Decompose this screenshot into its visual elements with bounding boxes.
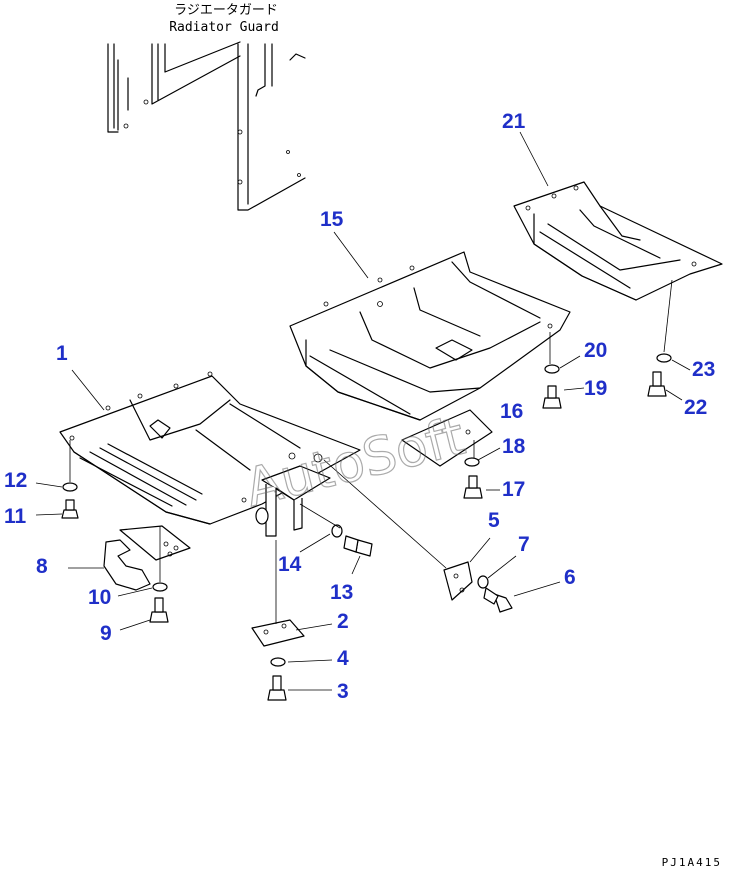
figure-code: PJ1A415 (662, 856, 722, 869)
leader-lines (35, 131, 691, 691)
callout-6: 6 (564, 566, 576, 589)
callout-20: 20 (584, 339, 607, 362)
radiator-guard-drawing (107, 41, 306, 211)
callout-4: 4 (337, 647, 349, 670)
part-15-under-cover (289, 251, 571, 467)
callout-14: 14 (278, 553, 302, 576)
part-1-under-cover (59, 371, 361, 537)
callout-12: 12 (4, 469, 27, 492)
callout-1: 1 (56, 342, 68, 365)
header-jp-title: ラジエータガード (174, 3, 278, 18)
callout-labels: 1 2 3 4 5 6 7 8 9 10 11 12 13 14 15 16 1… (4, 110, 715, 703)
callout-13: 13 (330, 581, 353, 604)
callout-23: 23 (692, 358, 715, 381)
part-5-bracket (443, 561, 473, 601)
callout-11: 11 (4, 505, 27, 528)
callout-18: 18 (502, 435, 526, 458)
callout-7: 7 (518, 533, 530, 556)
callout-8: 8 (36, 555, 48, 578)
callout-2: 2 (337, 610, 349, 633)
part-8-tow-hook (103, 525, 191, 591)
callout-9: 9 (100, 622, 112, 645)
callout-17: 17 (502, 478, 525, 501)
part-2-plate (251, 619, 305, 647)
callout-5: 5 (488, 509, 500, 532)
washers (62, 353, 672, 667)
callout-21: 21 (502, 110, 526, 133)
callout-3: 3 (337, 680, 349, 703)
callout-22: 22 (684, 396, 707, 419)
callout-16: 16 (500, 400, 523, 423)
callout-19: 19 (584, 377, 607, 400)
callout-15: 15 (320, 208, 344, 231)
callout-10: 10 (88, 586, 111, 609)
part-21-under-cover (513, 181, 723, 301)
header-en-title: Radiator Guard (169, 20, 279, 35)
bolts (61, 371, 667, 701)
